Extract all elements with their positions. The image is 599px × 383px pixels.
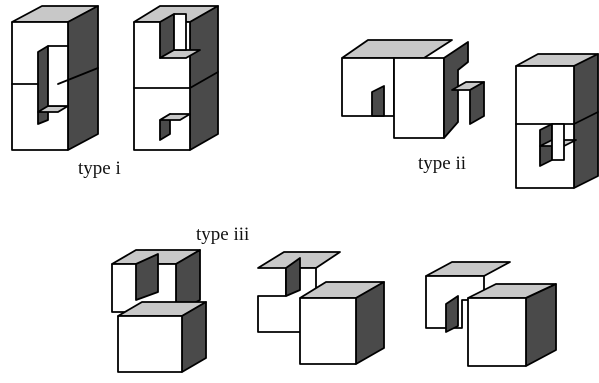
type-iii-piece-2 — [257, 251, 385, 365]
type-iii-piece-1 — [111, 249, 207, 373]
type-i-label: type i — [78, 158, 121, 179]
type-i-piece-2 — [133, 5, 219, 151]
type-ii-piece-1 — [341, 39, 485, 139]
type-iii-piece-3 — [425, 261, 557, 367]
type-iii-label: type iii — [196, 224, 250, 245]
type-ii-piece-2 — [515, 53, 599, 189]
type-i-piece-1 — [11, 5, 99, 151]
type-ii-label: type ii — [418, 153, 467, 174]
